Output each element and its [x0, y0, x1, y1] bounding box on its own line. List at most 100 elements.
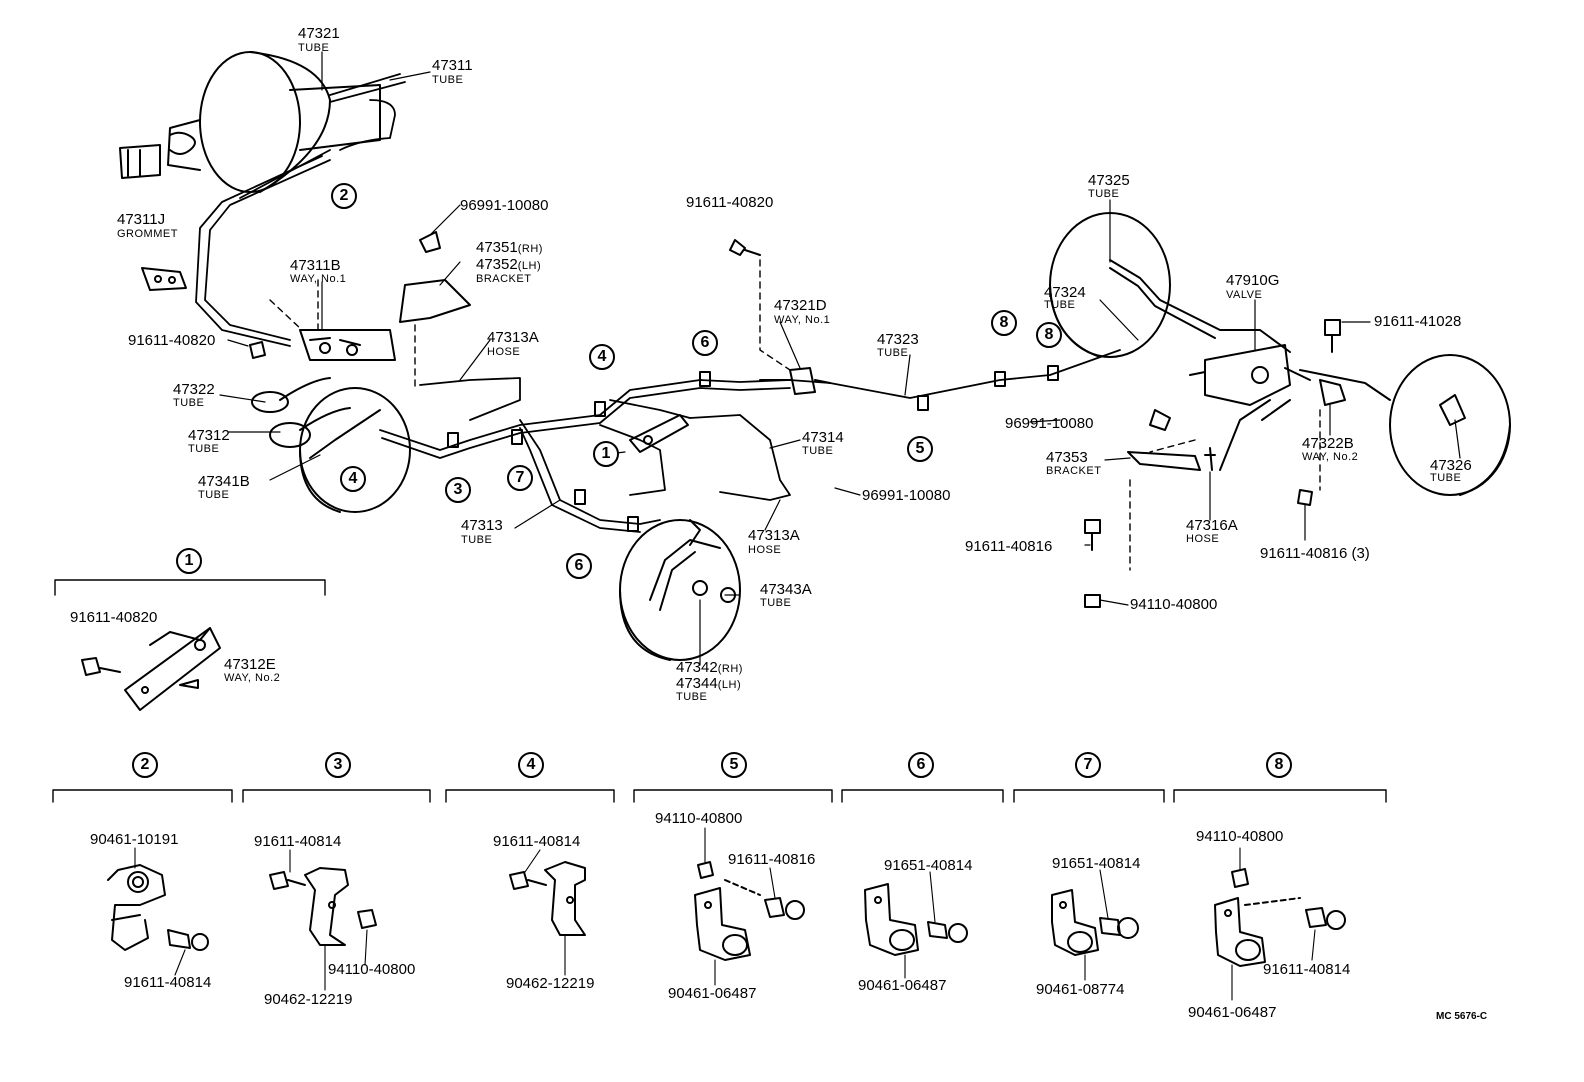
bolts [249, 319, 1341, 608]
label-47311: 47311 [432, 57, 473, 74]
label-47323-type: TUBE [877, 347, 909, 359]
callout-3: 3 [445, 477, 471, 503]
label-47312E: 47312E [224, 656, 276, 673]
label-47316A: 47316A [1186, 517, 1238, 534]
reference-code: MC 5676-C [1436, 1011, 1488, 1022]
label-96991-a: 96991-10080 [460, 197, 549, 214]
label-47325: 47325 [1088, 172, 1130, 189]
label-91611-40820-b: 91611-40820 [686, 194, 774, 211]
brake-booster [119, 51, 381, 193]
label-47353: 47353 [1046, 449, 1088, 466]
rear-right-brake-drum [1389, 354, 1511, 496]
label-d8-94110-40800: 94110-40800 [1196, 828, 1284, 845]
callout-1-mid: 1 [593, 441, 619, 467]
label-47311B: 47311B [290, 257, 341, 274]
detail-7-clamp [1051, 889, 1139, 956]
label-47343A: 47343A [760, 581, 812, 598]
label-47316A-type: HOSE [1186, 533, 1220, 545]
label-d5-90461-06487: 90461-06487 [668, 985, 757, 1002]
label-47326: 47326 [1430, 457, 1472, 474]
detail-5-clamp [694, 861, 805, 961]
label-96991-c: 96991-10080 [1005, 415, 1094, 432]
label-d4-90462-12219: 90462-12219 [506, 975, 595, 992]
callout-4-mid: 4 [589, 344, 615, 370]
callout-2-top: 2 [331, 183, 357, 209]
label-96991-b: 96991-10080 [862, 487, 951, 504]
bracket-47351 [399, 231, 471, 391]
detail-3-clamp [269, 867, 377, 946]
label-47321-type: TUBE [298, 42, 330, 54]
label-47313A-b: 47313A [748, 527, 800, 544]
callout-8-a: 8 [991, 310, 1017, 336]
label-47352: 47352(LH) [476, 256, 542, 273]
label-d3-94110-40800: 94110-40800 [328, 961, 416, 978]
label-d8-90461-06487: 90461-06487 [1188, 1004, 1277, 1021]
label-47326-type: TUBE [1430, 472, 1462, 484]
label-47313-type: TUBE [461, 534, 493, 546]
label-91611-40820-c: 91611-40820 [70, 609, 158, 626]
bracket-47353 [1127, 409, 1321, 571]
callout-8-detail: 8 [1266, 752, 1292, 778]
label-47313A-a-type: HOSE [487, 346, 521, 358]
label-47343A-type: TUBE [760, 597, 792, 609]
label-47312E-type: WAY, No.2 [224, 672, 281, 684]
front-left-brake-drum [251, 377, 411, 513]
label-d2-91611-40814: 91611-40814 [124, 974, 212, 991]
way-block-47311B [269, 279, 396, 361]
detail-2-clamp [107, 864, 209, 951]
detail-8-clamp [1214, 868, 1346, 967]
label-d3-90462-12219: 90462-12219 [264, 991, 353, 1008]
label-91611-41028: 91611-41028 [1374, 313, 1462, 330]
label-d2-90461-10191: 90461-10191 [90, 831, 179, 848]
label-91611-40820-a: 91611-40820 [128, 332, 216, 349]
label-47313A-b-type: HOSE [748, 544, 782, 556]
detail-6-clamp [864, 883, 968, 956]
label-91611-40816-a: 91611-40816 [965, 538, 1053, 555]
callout-6-mid: 6 [692, 330, 718, 356]
detail-1-group [54, 579, 326, 711]
front-right-brake-drum [619, 519, 741, 661]
label-d8-91611-40814: 91611-40814 [1263, 961, 1351, 978]
label-47313: 47313 [461, 517, 503, 534]
label-47324-type: TUBE [1044, 299, 1076, 311]
callout-1-detail: 1 [176, 548, 202, 574]
label-94110-40800-a: 94110-40800 [1130, 596, 1218, 613]
callout-4-left: 4 [340, 466, 366, 492]
label-47341B-type: TUBE [198, 489, 230, 501]
callout-5-mid: 5 [907, 436, 933, 462]
detail-brackets [52, 789, 1387, 803]
label-47324: 47324 [1044, 284, 1086, 301]
label-47342-type: TUBE [676, 691, 708, 703]
way-block-mid [629, 414, 689, 453]
callout-7: 7 [507, 465, 533, 491]
label-47311J: 47311J [117, 211, 166, 228]
detail-4-clamp [509, 861, 586, 936]
way-block-47321D [729, 239, 831, 395]
label-d3-91611-40814: 91611-40814 [254, 833, 342, 850]
label-d6-90461-06487: 90461-06487 [858, 977, 947, 994]
label-47341B: 47341B [198, 473, 250, 490]
label-d6-91651-40814: 91651-40814 [884, 857, 973, 874]
label-47312: 47312 [188, 427, 230, 444]
label-d4-91611-40814: 91611-40814 [493, 833, 581, 850]
label-47325-type: TUBE [1088, 188, 1120, 200]
label-47314: 47314 [802, 429, 844, 446]
label-47910G: 47910G [1226, 272, 1280, 289]
label-47311J-type: GROMMET [117, 228, 178, 240]
callout-5-detail: 5 [721, 752, 747, 778]
label-47342: 47342(RH) [676, 659, 743, 676]
label-47321D-type: WAY, No.1 [774, 314, 831, 326]
label-47910G-type: VALVE [1226, 289, 1263, 301]
label-47313A-a: 47313A [487, 329, 539, 346]
proportioning-valve-47910G [1189, 344, 1391, 471]
callout-2-detail: 2 [132, 752, 158, 778]
callout-3-detail: 3 [325, 752, 351, 778]
label-d5-94110-40800: 94110-40800 [655, 810, 743, 827]
label-d5-91611-40816: 91611-40816 [728, 851, 816, 868]
label-47322: 47322 [173, 381, 215, 398]
callout-8-b: 8 [1036, 322, 1062, 348]
detail-leader-lines [134, 827, 1316, 1001]
label-47314-type: TUBE [802, 445, 834, 457]
callout-6-detail: 6 [908, 752, 934, 778]
